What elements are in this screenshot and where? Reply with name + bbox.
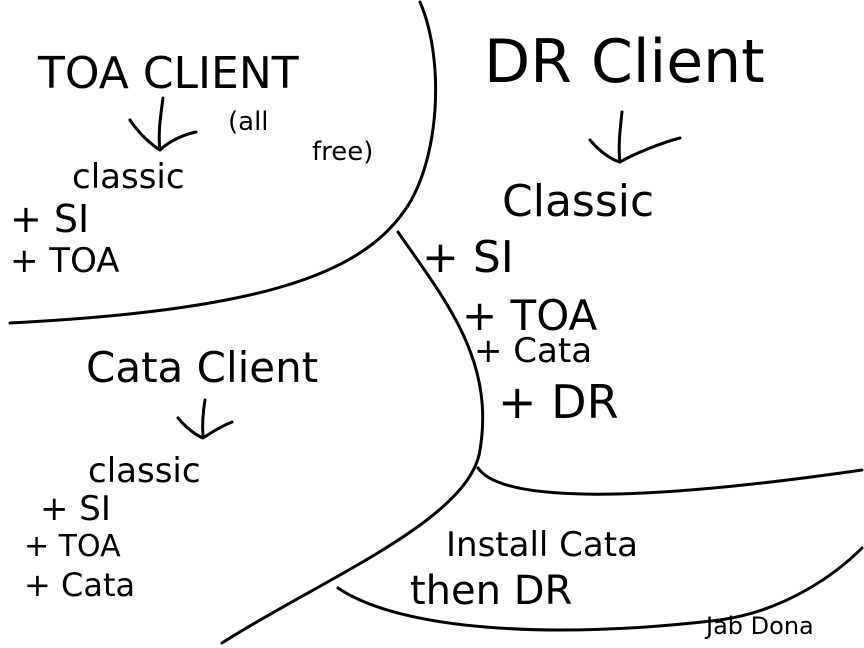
cata-client-title: Cata Client	[86, 343, 318, 392]
dr-client-title: DR Client	[484, 27, 765, 97]
toa-client-note-line1: (all	[228, 107, 269, 137]
toa-client-title: TOA CLIENT	[37, 48, 299, 99]
install-note-line2: then DR	[410, 568, 572, 614]
cata-client-base: classic	[88, 451, 201, 491]
divider-install-region	[336, 546, 864, 632]
dr-client-item-dr: + DR	[498, 375, 619, 429]
divider-toa-region	[8, 0, 438, 325]
cata-client-item-toa: + TOA	[24, 529, 121, 564]
cata-client-item-si: + SI	[40, 489, 111, 529]
toa-client-item-si: + SI	[10, 197, 89, 241]
toa-client-base: classic	[72, 157, 185, 197]
dr-client-item-cata: + Cata	[474, 331, 592, 371]
dr-down-arrow	[588, 110, 682, 164]
cata-client-item-cata: + Cata	[24, 566, 135, 604]
dr-client-item-toa: + TOA	[462, 291, 598, 340]
signature: Jab Dona	[704, 612, 814, 640]
install-note-line1: Install Cata	[446, 525, 638, 565]
dr-client-item-si: + SI	[422, 232, 514, 283]
toa-client-item-toa: + TOA	[10, 241, 120, 281]
divider-dr-region	[476, 466, 864, 496]
toa-down-arrow	[128, 96, 198, 152]
divider-center-curve	[220, 230, 485, 645]
dr-client-base: Classic	[502, 176, 654, 227]
toa-client-note-line2: free)	[312, 137, 373, 167]
cata-down-arrow	[176, 398, 234, 440]
